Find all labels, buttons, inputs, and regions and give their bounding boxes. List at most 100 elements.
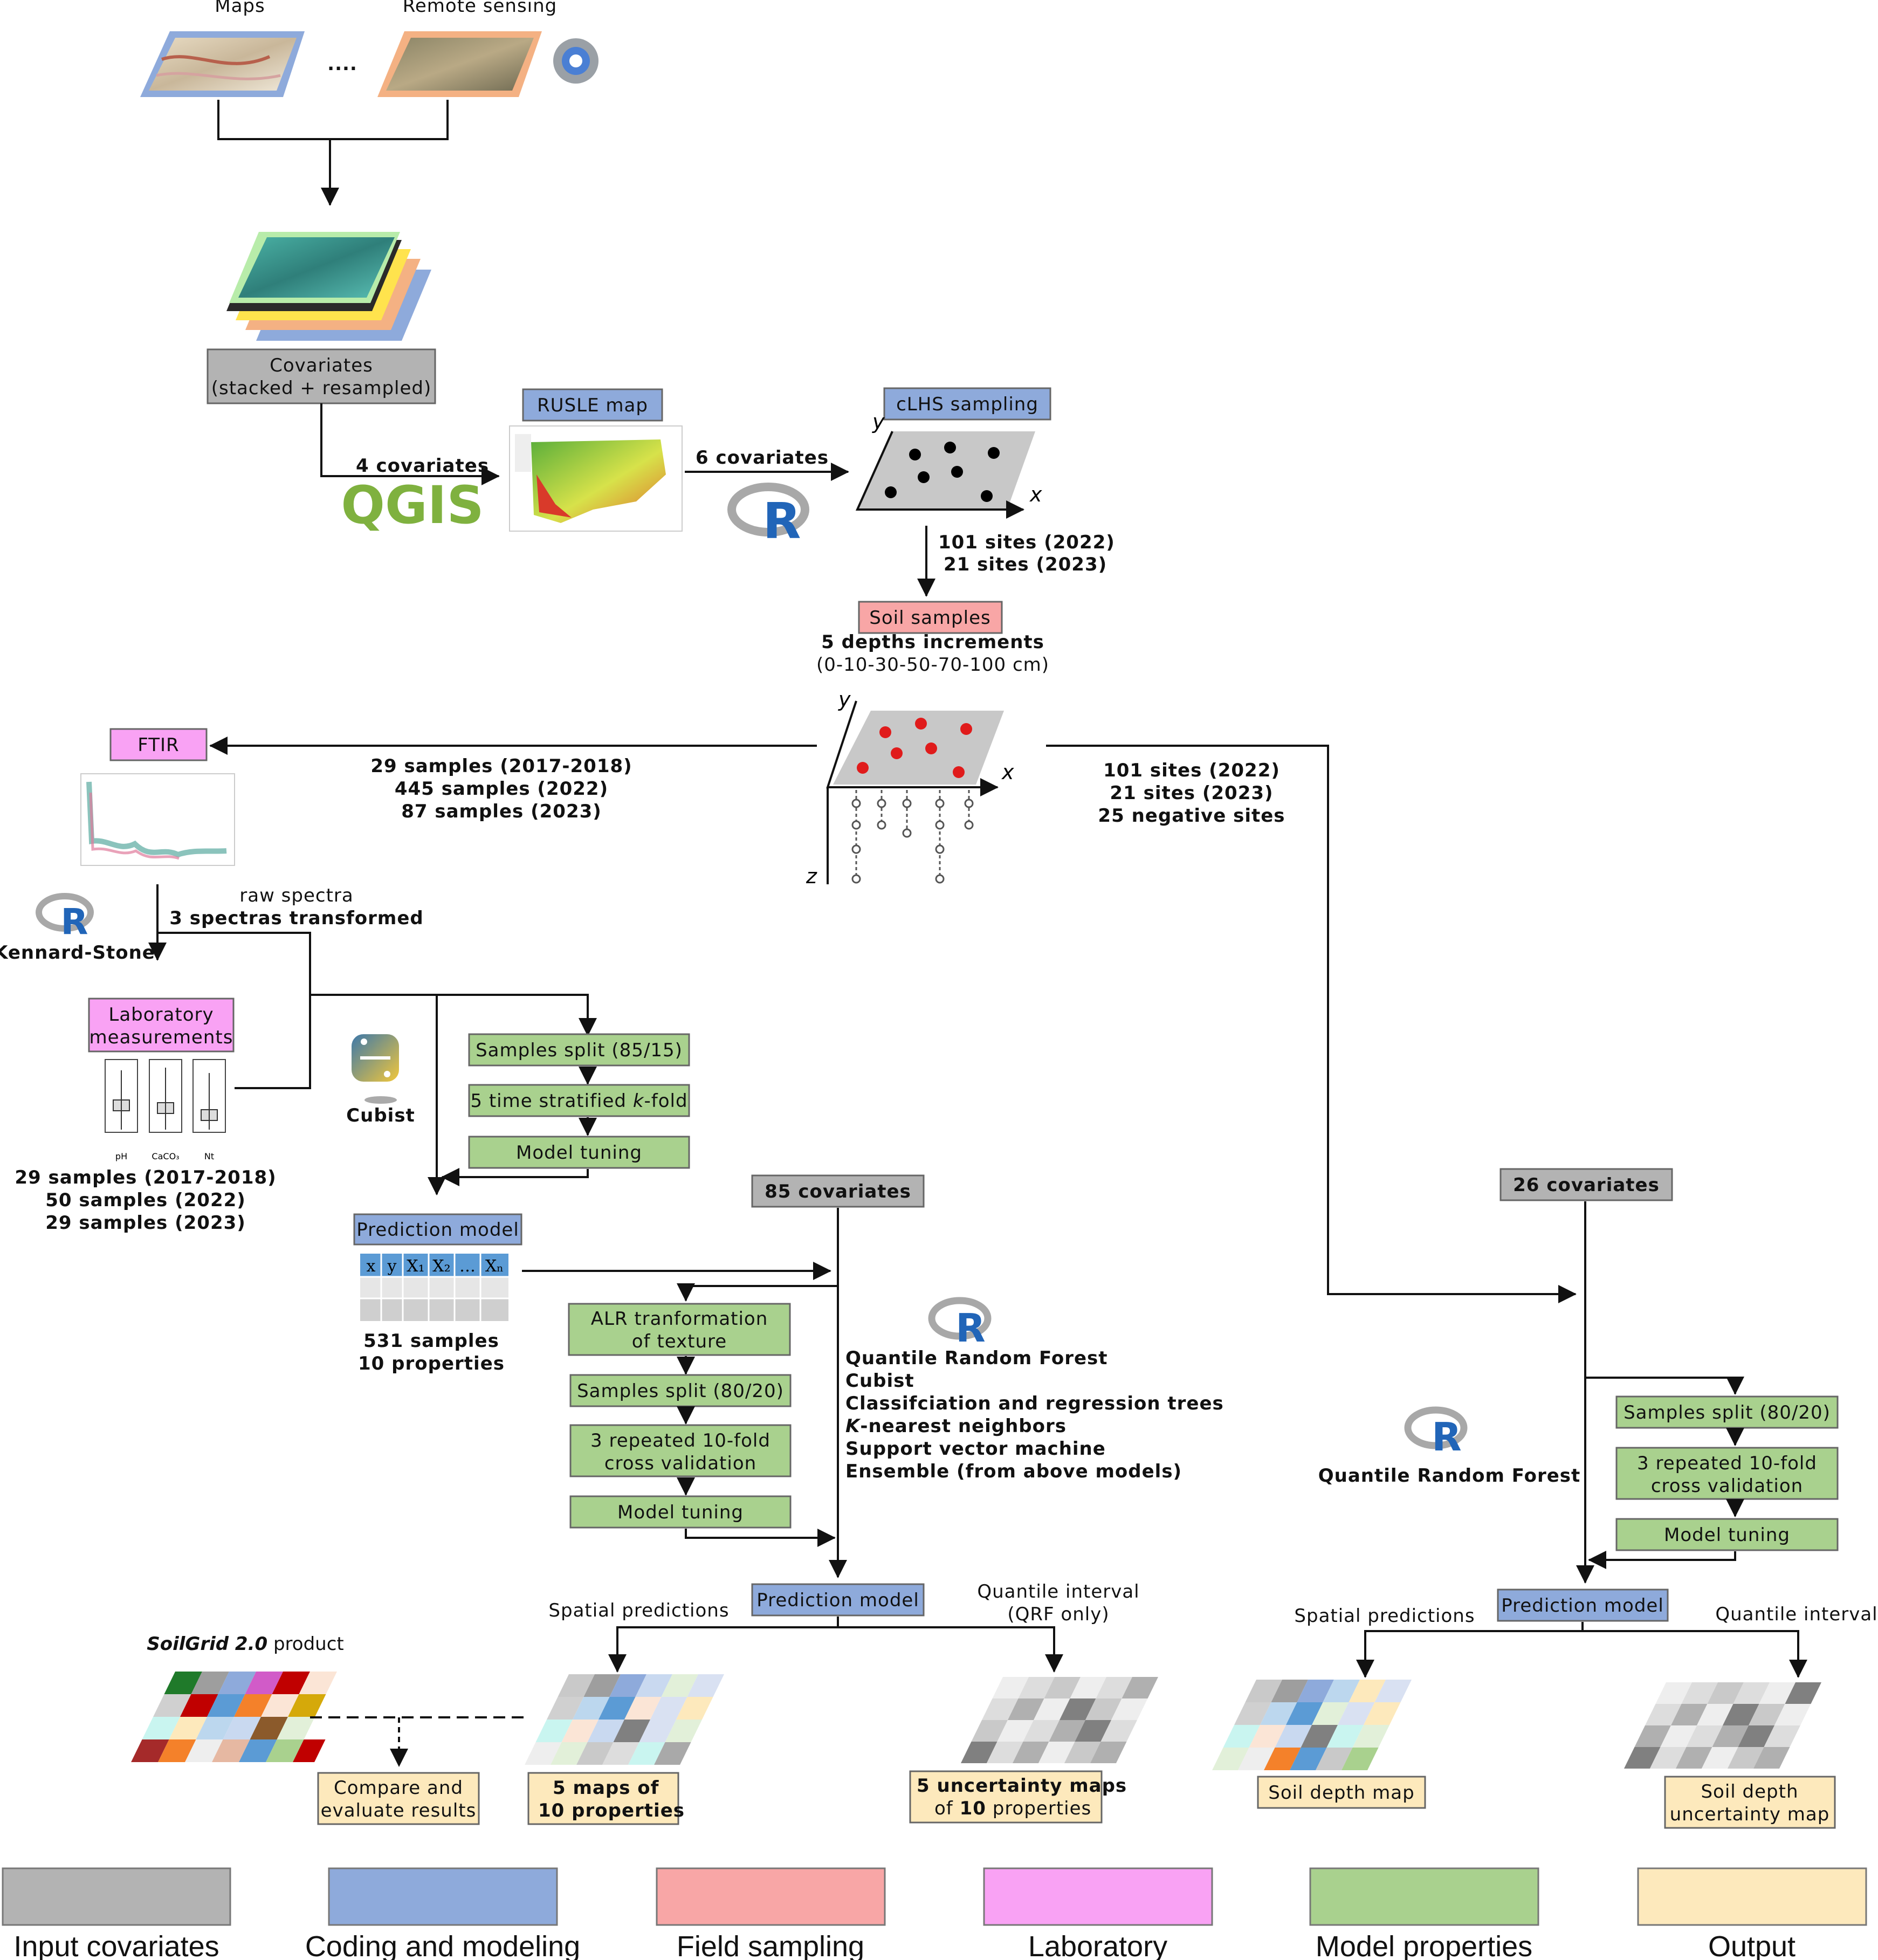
rusle-map-image [509, 425, 683, 532]
svg-text:(stacked + resampled): (stacked + resampled) [211, 377, 432, 399]
spatial-predictions-label: Spatial predictions [548, 1600, 729, 1621]
ftir-samples-3: 87 samples (2023) [401, 801, 602, 822]
svg-text:5 uncertainty maps: 5 uncertainty maps [917, 1775, 1127, 1797]
svg-text:x: x [367, 1257, 376, 1276]
uncertainty-maps-grid [960, 1677, 1158, 1763]
samples-531: 531 samples [363, 1330, 499, 1352]
compare-box: Compare and evaluate results [317, 1772, 480, 1825]
model-tuning-box-2: Model tuning [569, 1495, 792, 1529]
svg-text:R: R [61, 901, 88, 943]
svg-text:cLHS sampling: cLHS sampling [896, 394, 1038, 415]
svg-text:ALR tranformation: ALR tranformation [591, 1308, 768, 1330]
kennard-stone-label: Kennard-Stone [0, 942, 155, 964]
maps-input: Maps [140, 0, 305, 97]
svg-text:Samples split (85/15): Samples split (85/15) [476, 1040, 683, 1061]
model-ensemble: Ensemble (from above models) [845, 1461, 1182, 1482]
spectra-transformed-label: 3 spectras transformed [169, 907, 424, 929]
ftir-samples-2: 445 samples (2022) [395, 778, 608, 800]
arrow-to-depth-map [1356, 1622, 1584, 1678]
depth-map-box: Soil depth map [1257, 1776, 1426, 1809]
legend: Input covariates Coding and modeling Fie… [2, 1867, 1867, 1960]
svg-text:Field sampling: Field sampling [677, 1930, 864, 1960]
right-quantile-label: Quantile interval [1715, 1604, 1877, 1625]
arrow-to-alr [677, 1283, 838, 1302]
depth-increments: 5 depths increments [821, 631, 1044, 653]
remote-sensing-label: Remote sensing [403, 0, 557, 17]
svg-text:Covariates: Covariates [270, 355, 373, 376]
connector-lab-spectra [157, 932, 311, 1089]
r-logo-icon: R [727, 483, 809, 550]
svg-text:R: R [763, 492, 801, 550]
svg-text:cross validation: cross validation [604, 1453, 756, 1474]
svg-text:Prediction model: Prediction model [356, 1219, 519, 1241]
model-svm: Support vector machine [845, 1438, 1106, 1460]
svg-text:y: y [872, 410, 885, 434]
legend-item-coding-modeling: Coding and modeling [305, 1867, 580, 1960]
svg-text:CaCO₃: CaCO₃ [152, 1151, 179, 1161]
arrow-to-split-8515 [310, 994, 597, 1036]
right-sites-2023: 21 sites (2023) [1110, 782, 1273, 804]
arrow-to-quantile [838, 1626, 1063, 1673]
svg-text:85 covariates: 85 covariates [765, 1181, 911, 1202]
qgis-logo: QGIS [341, 475, 484, 535]
svg-text:Model tuning: Model tuning [1664, 1524, 1790, 1546]
arrow-tuning-to-pred [441, 1168, 589, 1186]
arrow-to-rusle [320, 403, 500, 485]
right-qrf-label: Quantile Random Forest [1318, 1465, 1581, 1487]
model-knn: K-nearest neighbors [845, 1415, 1067, 1437]
svg-text:Laboratory: Laboratory [108, 1004, 214, 1026]
raw-spectra-label: raw spectra [239, 885, 353, 906]
right-sites-2022: 101 sites (2022) [1103, 760, 1280, 781]
svg-text:Model properties: Model properties [1316, 1930, 1532, 1960]
map-feature-line [161, 55, 271, 65]
svg-text:X₁: X₁ [407, 1257, 424, 1276]
svg-text:…: … [459, 1257, 476, 1276]
svg-text:Xₙ: Xₙ [485, 1257, 504, 1276]
svg-text:Input covariates: Input covariates [13, 1930, 219, 1960]
arrow-to-depth-uncertainty [1583, 1630, 1807, 1678]
cv-box-2: 3 repeated 10-fold cross validation [1615, 1447, 1839, 1500]
svg-text:5 maps of: 5 maps of [553, 1777, 659, 1799]
covariates-26-box: 26 covariates [1499, 1168, 1673, 1201]
depth-range: (0-10-30-50-70-100 cm) [816, 654, 1049, 676]
prediction-model-box-2: Prediction model [751, 1583, 925, 1617]
prediction-model-box-3: Prediction model [1497, 1588, 1669, 1622]
svg-text:Compare and: Compare and [334, 1777, 463, 1799]
svg-text:Model tuning: Model tuning [516, 1142, 642, 1164]
right-spatial-label: Spatial predictions [1294, 1605, 1475, 1627]
cv-box-1: 3 repeated 10-fold cross validation [569, 1424, 792, 1477]
covariates-85-box: 85 covariates [751, 1174, 925, 1208]
connector-inputs [217, 100, 449, 206]
model-tuning-box-1: Model tuning [468, 1136, 690, 1169]
model-qrf: Quantile Random Forest [845, 1347, 1108, 1369]
svg-text:R: R [1432, 1414, 1461, 1460]
property-maps-grid [525, 1674, 724, 1765]
legend-item-input-covariates: Input covariates [2, 1867, 231, 1960]
svg-text:5 time stratified k-fold: 5 time stratified k-fold [470, 1090, 687, 1112]
r-logo-icon: R [36, 893, 94, 943]
arrow-tuning-to-covariates [685, 1529, 836, 1547]
svg-text:Prediction model: Prediction model [1501, 1595, 1664, 1617]
predictor-table: x y X₁ X₂ … Xₙ [360, 1254, 508, 1321]
model-list: Quantile Random Forest Cubist Classifcia… [845, 1347, 1223, 1482]
covariates-box: Covariates (stacked + resampled) [207, 348, 436, 404]
svg-text:Soil samples: Soil samples [869, 607, 990, 629]
svg-text:RUSLE map: RUSLE map [537, 395, 648, 416]
four-covariates-label: 4 covariates [356, 455, 489, 477]
svg-text:of texture: of texture [632, 1331, 727, 1352]
ftir-box: FTIR [109, 728, 208, 761]
svg-text:R: R [955, 1305, 985, 1351]
uncertainty-maps-box: 5 uncertainty maps of 10 properties [909, 1770, 1127, 1824]
soilgrid-grid [131, 1672, 337, 1762]
svg-text:Coding and modeling: Coding and modeling [305, 1930, 580, 1960]
arrow-to-split-right [1585, 1377, 1744, 1395]
svg-text:of 10 properties: of 10 properties [934, 1798, 1091, 1819]
arrow-sites-to-depth-model [1046, 745, 1577, 1303]
alr-box: ALR tranformation of texture [568, 1303, 791, 1356]
legend-item-laboratory: Laboratory [983, 1867, 1213, 1960]
svg-text:3 repeated 10-fold: 3 repeated 10-fold [1637, 1453, 1817, 1474]
quantile-label-line2: (QRF only) [1007, 1604, 1109, 1625]
lab-samples-1: 29 samples (2017-2018) [15, 1167, 276, 1188]
